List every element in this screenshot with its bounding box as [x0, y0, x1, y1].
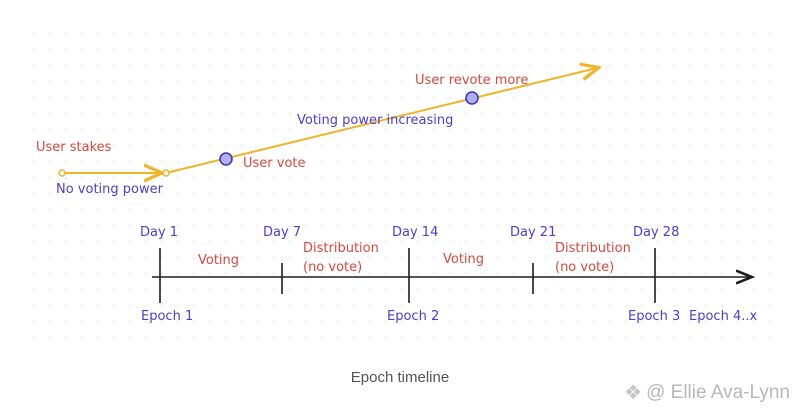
dot-grid-background: [20, 22, 780, 352]
platform-logo-icon: ❖: [624, 382, 643, 404]
no-voting-power-label: No voting power: [56, 182, 164, 197]
user-vote-label: User vote: [243, 156, 306, 171]
epoch-label: Epoch 4..x: [689, 309, 757, 324]
no-vote-label: (no vote): [555, 260, 614, 275]
watermark-text: @ Ellie Ava-Lynn: [646, 381, 790, 403]
distribution-phase-label: Distribution: [555, 241, 631, 256]
day-label: Day 7: [263, 225, 301, 240]
user-vote-marker: [219, 152, 233, 166]
figure-caption: Epoch timeline: [350, 369, 450, 386]
user-revote-marker: [465, 91, 479, 105]
user-stakes-label: User stakes: [36, 140, 112, 155]
epoch-label: Epoch 3: [628, 309, 680, 324]
epoch-label: Epoch 2: [387, 309, 439, 324]
day-label: Day 14: [392, 225, 438, 240]
no-vote-label: (no vote): [303, 260, 362, 275]
epoch-timeline-diagram: User stakes No voting power User vote Vo…: [20, 22, 780, 352]
voting-power-arrow: [165, 68, 597, 174]
day-label: Day 21: [510, 225, 556, 240]
epoch-label: Epoch 1: [141, 309, 193, 324]
voting-phase-label: Voting: [443, 252, 484, 267]
distribution-phase-label: Distribution: [303, 241, 379, 256]
power-start-dot: [162, 169, 170, 177]
day-label: Day 28: [633, 225, 679, 240]
stake-start-dot: [58, 169, 66, 177]
day-label: Day 1: [140, 225, 178, 240]
voting-phase-label: Voting: [198, 253, 239, 268]
user-revote-more-label: User revote more: [415, 73, 528, 88]
author-watermark: ❖ @ Ellie Ava-Lynn: [624, 380, 790, 405]
voting-power-increasing-label: Voting power increasing: [297, 113, 453, 128]
